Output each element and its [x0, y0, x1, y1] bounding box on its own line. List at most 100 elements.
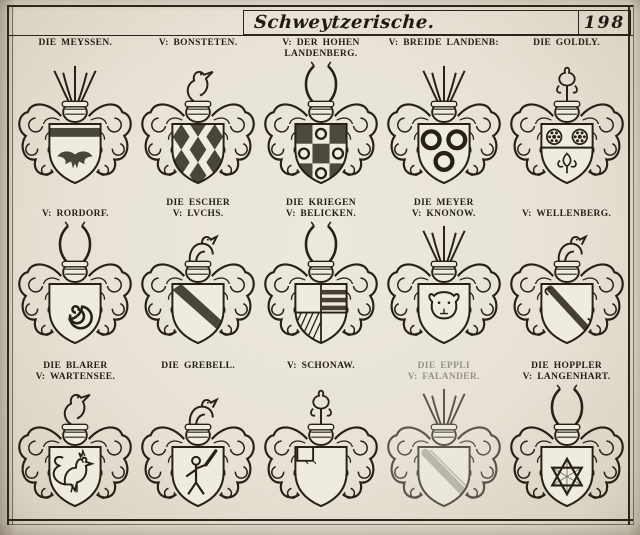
torse — [184, 423, 212, 431]
page-title: Schweytzerische. — [253, 12, 436, 33]
coat-label-line: V: RORDORF. — [41, 208, 109, 219]
charge-figure — [185, 449, 218, 495]
coat-label-line: DIE MEYSSEN. — [38, 38, 113, 48]
helmet — [307, 423, 335, 447]
crest-bird-icon — [187, 70, 214, 105]
crest-demi-icon — [188, 234, 220, 264]
mantling — [387, 263, 501, 336]
coat-label-wellenberg: V: WELLENBERG. — [522, 198, 611, 219]
helmet — [553, 423, 581, 447]
coat-label-line: LANDENBERG. — [284, 48, 358, 59]
coat-cell-wellenberg: V: WELLENBERG. — [505, 197, 628, 360]
torse — [553, 100, 581, 108]
coat-label-line: V: KNONOW. — [411, 208, 476, 219]
bottom-rule — [7, 519, 633, 521]
helmet — [61, 100, 89, 124]
shield — [48, 123, 102, 185]
crest-horns-icon — [304, 221, 338, 265]
helmet — [430, 423, 458, 447]
crest-horns-icon — [304, 61, 338, 105]
crest-plume-icon — [53, 65, 97, 103]
charge-rooster — [53, 448, 96, 493]
coat-label-line: V: BREIDE LANDENB: — [388, 38, 499, 48]
crest-plume-icon — [422, 388, 466, 426]
coat-label-line: V: LVCHS. — [172, 208, 224, 219]
coat-cell-goldly: DIE GOLDLY. — [505, 37, 628, 197]
charge-annulets — [420, 129, 468, 172]
helmet — [553, 260, 581, 284]
coat-of-arms-goldly — [509, 66, 624, 185]
coat-of-arms-eppli-falander — [387, 388, 501, 508]
coat-of-arms-hohen-landenberg — [264, 61, 378, 185]
torse — [184, 260, 212, 268]
helmet — [184, 100, 212, 124]
coat-label-line: DIE BLARER — [43, 361, 108, 371]
coat-label-line: DIE KRIEGEN — [285, 198, 356, 208]
coat-of-arms-bonsteten — [141, 70, 255, 185]
shield — [417, 446, 471, 508]
header: Schweytzerische. 198 — [243, 10, 631, 35]
shield — [540, 283, 594, 345]
shield — [171, 446, 225, 508]
torse — [307, 423, 335, 431]
torse — [307, 100, 335, 108]
coat-label-rordorf: V: RORDORF. — [42, 198, 109, 219]
coat-label-line: DIE GOLDLY. — [533, 38, 601, 48]
coat-of-arms-schonaw — [264, 389, 378, 508]
charge-head — [428, 291, 460, 320]
coat-of-arms-meyssen — [18, 65, 133, 185]
coat-cell-grebell: DIE GREBELL. — [137, 360, 260, 526]
crest-demi-icon — [557, 234, 588, 264]
coat-of-arms-wellenberg — [509, 234, 624, 345]
helmet — [307, 260, 335, 284]
torse — [430, 100, 458, 108]
coat-label-breide-landenberg: V: BREIDE LANDENB: — [389, 38, 499, 59]
coat-cell-bonsteten: V: BONSTETEN. — [137, 37, 260, 197]
charge-star6 — [549, 456, 584, 497]
coat-of-arms-meyer-knonow — [387, 225, 501, 345]
coat-label-grebell: DIE GREBELL. — [161, 361, 235, 382]
top-rule — [7, 5, 633, 7]
coat-label-line: V: BELICKEN. — [285, 208, 357, 219]
torse — [61, 423, 89, 431]
charge-bend-faint — [421, 448, 468, 497]
coat-label-bonsteten: V: BONSTETEN. — [159, 38, 238, 59]
helmet — [184, 260, 212, 284]
torse — [553, 260, 581, 268]
coat-of-arms-escher-luchs — [141, 234, 255, 345]
charge-canton — [296, 447, 317, 465]
coat-of-arms-grebell — [141, 397, 255, 508]
crest-fleur-icon — [310, 389, 332, 427]
helmet — [61, 423, 89, 447]
coat-of-arms-blarer-wartensee — [18, 393, 133, 508]
torse — [553, 423, 581, 431]
coat-label-schonaw: V: SCHONAW. — [287, 361, 355, 382]
torse — [307, 260, 335, 268]
coat-cell-schonaw: V: SCHONAW. — [260, 360, 383, 526]
crest-plume-icon — [422, 65, 466, 103]
right-border-inner — [633, 5, 634, 525]
helmet — [307, 100, 335, 124]
crest-demi-icon — [188, 397, 220, 427]
helmet — [430, 100, 458, 124]
coat-label-line: V: SCHONAW. — [287, 361, 355, 371]
helmet — [184, 423, 212, 447]
coat-cell-meyssen: DIE MEYSSEN. — [14, 37, 137, 197]
shield — [48, 446, 102, 508]
coat-label-line: V: FALANDER. — [407, 371, 480, 382]
crest-bird-icon — [64, 393, 91, 428]
right-border — [628, 5, 630, 525]
helmet — [430, 260, 458, 284]
mantling — [387, 426, 501, 499]
